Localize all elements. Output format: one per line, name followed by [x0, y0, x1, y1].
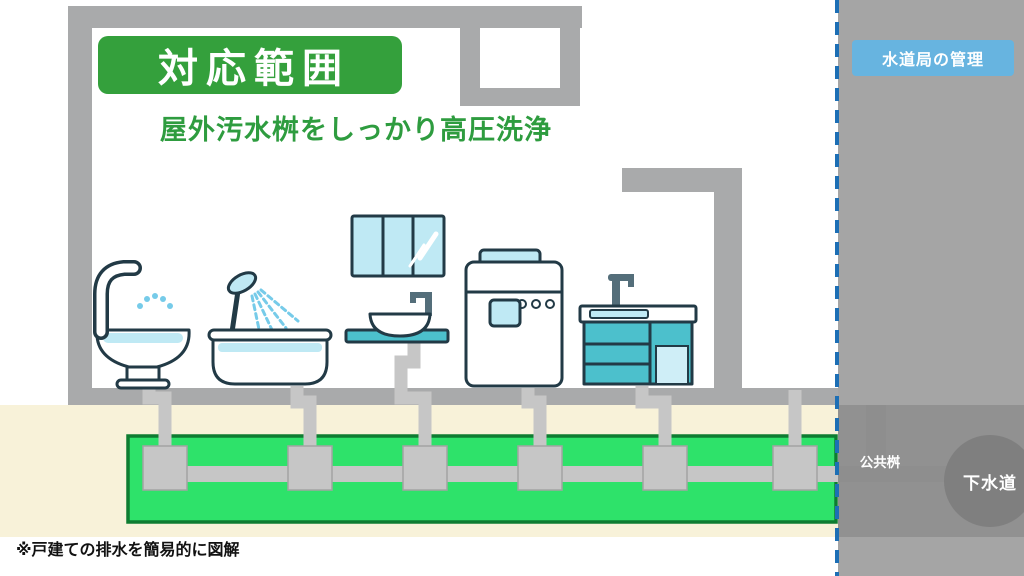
- public-pit-label: 公共桝: [859, 455, 901, 470]
- toilet-icon: [93, 260, 191, 390]
- drain-pit: [402, 445, 448, 491]
- water-spray-dots: [137, 293, 173, 309]
- kitchen-sink-icon: [578, 274, 698, 386]
- drain-pit: [642, 445, 688, 491]
- main-drain-pipe: [152, 466, 838, 482]
- shower-spray: [250, 288, 300, 336]
- shower-handle: [229, 288, 241, 335]
- mirror-cabinet: [350, 214, 446, 278]
- subtitle-text: 屋外汚水桝をしっかり高圧洗浄: [160, 115, 552, 145]
- washing-machine-icon: [464, 248, 564, 388]
- bath-drain-pipe: [290, 386, 317, 450]
- drain-pit: [517, 445, 563, 491]
- coverage-title-badge: 対応範囲: [98, 36, 402, 94]
- public-pit-riser: [866, 405, 886, 471]
- drain-pit: [772, 445, 818, 491]
- washbasin-mirror-icon: [344, 214, 450, 344]
- washer-drain-pipe: [521, 388, 547, 450]
- drain-pit: [287, 445, 333, 491]
- footnote-text: ※戸建ての排水を簡易的に図解: [16, 542, 240, 559]
- kitchen-drain-pipe: [635, 386, 672, 450]
- public-sewer-pipes: [838, 405, 956, 482]
- sewer-circle: [944, 435, 1024, 527]
- drain-pit: [142, 445, 188, 491]
- drain-pits: [142, 445, 818, 491]
- washer-door: [488, 298, 522, 328]
- water-bureau-management-badge: 水道局の管理: [852, 40, 1014, 76]
- kitchen-faucet: [608, 274, 634, 281]
- cabinet-sub-unit: [655, 345, 689, 385]
- basin-drain-pipe: [394, 340, 432, 450]
- sewer-label: 下水道: [963, 473, 1017, 493]
- shower-head: [226, 271, 258, 295]
- bathtub-shower-icon: [207, 271, 333, 386]
- sink-bowl: [589, 309, 649, 319]
- basin-bowl: [368, 312, 432, 338]
